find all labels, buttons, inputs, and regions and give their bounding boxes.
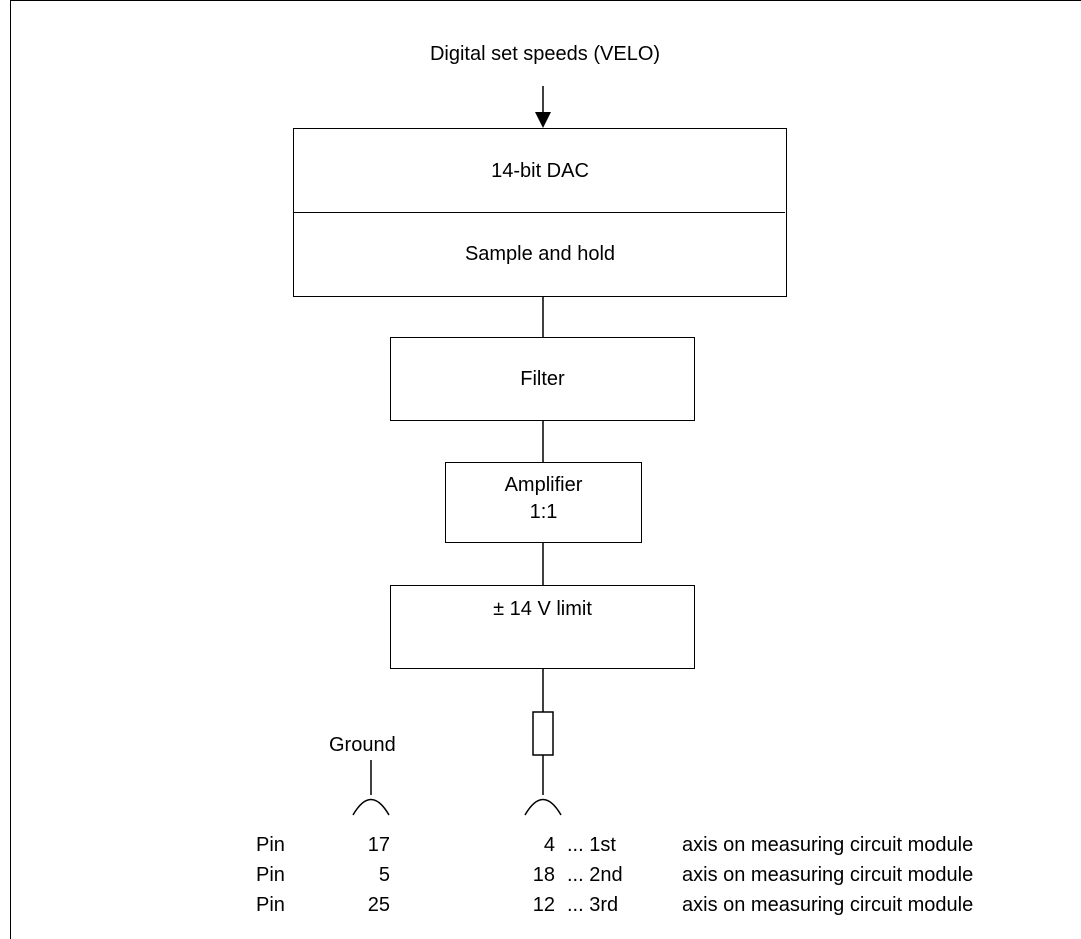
signal-pin-number: 12 [532, 894, 555, 916]
ground-pin-number: 17 [367, 834, 390, 856]
axis-ordinal: ... 1st [567, 834, 616, 856]
diagram-frame [10, 0, 1081, 939]
pin-word: Pin [256, 834, 285, 856]
ground-pin-number: 25 [367, 894, 390, 916]
amplifier-block [445, 462, 642, 543]
ground-label: Ground [329, 734, 396, 756]
signal-pin-number: 18 [532, 864, 555, 886]
axis-ordinal: ... 2nd [567, 864, 623, 886]
pin-word: Pin [256, 894, 285, 916]
ground-pin-number: 5 [378, 864, 390, 886]
limit-label: ± 14 V limit [493, 598, 592, 620]
dac-sample-hold-block [293, 128, 787, 297]
pin-word: Pin [256, 864, 285, 886]
axis-ordinal: ... 3rd [567, 894, 619, 916]
dac-label: 14-bit DAC [491, 160, 589, 182]
amplifier-label: Amplifier [504, 474, 583, 496]
amplifier-ratio: 1:1 [529, 501, 558, 523]
axis-description: axis on measuring circuit module [682, 834, 974, 856]
block-divider [294, 212, 785, 213]
limit-block [390, 585, 695, 669]
signal-socket-arc [524, 798, 562, 816]
filter-block [390, 337, 695, 421]
input-label: Digital set speeds (VELO) [429, 43, 661, 65]
ground-socket-arc [352, 798, 390, 816]
axis-description: axis on measuring circuit module [682, 894, 974, 916]
input-arrow-head [535, 112, 551, 128]
filter-label: Filter [520, 368, 565, 390]
resistor [532, 711, 554, 756]
signal-pin-number: 4 [543, 834, 555, 856]
axis-description: axis on measuring circuit module [682, 864, 974, 886]
sample-hold-label: Sample and hold [464, 243, 616, 265]
